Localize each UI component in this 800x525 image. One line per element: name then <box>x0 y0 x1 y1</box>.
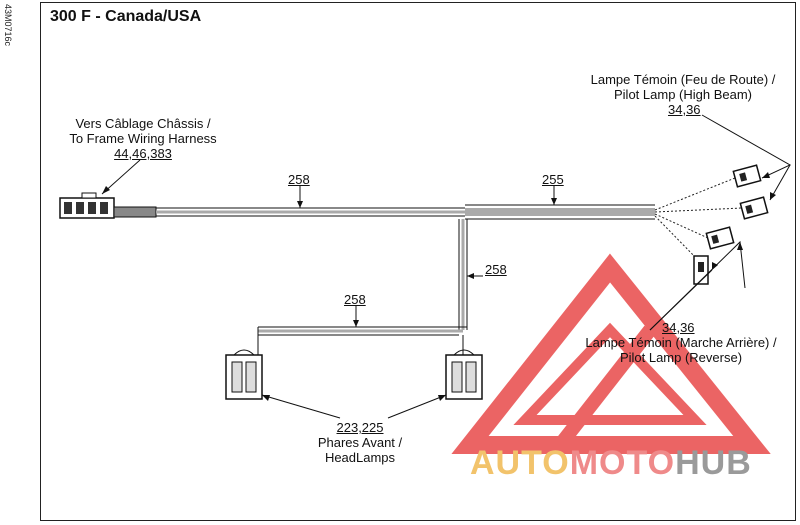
watermark-triangle-outer <box>451 253 771 454</box>
pilot-high-ref: 34,36 <box>668 102 701 117</box>
wire-sleeve <box>113 206 157 218</box>
pilot-reverse-line2: Pilot Lamp (Reverse) <box>619 350 743 365</box>
page-title: 300 F - Canada/USA <box>50 8 202 25</box>
wire-label-vertical: 258 <box>485 262 507 277</box>
arrow-heads <box>102 172 776 401</box>
headlamp-connector-right <box>445 349 483 400</box>
wire-label-headlamp-branch: 258 <box>344 292 366 307</box>
frame-harness-ref: 44,46,383 <box>114 146 172 161</box>
headlamps-label: 223,225 Phares Avant / HeadLamps <box>300 420 420 465</box>
headlamps-line1: Phares Avant / <box>317 435 403 450</box>
pilot-lamp-connector-3 <box>705 226 735 250</box>
pilot-high-label: Lampe Témoin (Feu de Route) / Pilot Lamp… <box>572 72 794 117</box>
watermark-part3: HUB <box>675 444 752 482</box>
wire-label-main-left: 258 <box>288 172 310 187</box>
pilot-lamp-connector-2 <box>739 196 769 220</box>
watermark-part1: AUTO <box>470 444 570 482</box>
pilot-reverse-label: 34,36 Lampe Témoin (Marche Arrière) / Pi… <box>566 320 796 365</box>
headlamps-line2: HeadLamps <box>324 450 396 465</box>
main-wire-bundle <box>156 204 655 356</box>
watermark-triangle-inner <box>513 322 707 425</box>
watermark-stroke <box>554 325 656 450</box>
drawing-code: 43M0716c <box>3 4 13 47</box>
watermark-part2: MOTO <box>569 444 676 482</box>
frame-harness-line2: To Frame Wiring Harness <box>69 131 217 146</box>
pilot-high-line1: Lampe Témoin (Feu de Route) / <box>590 72 776 87</box>
frame-harness-line1: Vers Câblage Châssis / <box>75 116 211 131</box>
headlamps-ref: 223,225 <box>336 420 384 435</box>
watermark-logo <box>451 253 771 454</box>
watermark-text: AUTOMOTOHUB <box>470 444 752 483</box>
pilot-reverse-line1: Lampe Témoin (Marche Arrière) / <box>585 335 777 350</box>
pilot-lamp-leads <box>654 177 743 263</box>
wire-label-main-right: 255 <box>542 172 564 187</box>
diagram-frame <box>40 2 796 521</box>
pilot-lamp-connector-1 <box>732 164 762 188</box>
frame-harness-label: Vers Câblage Châssis / To Frame Wiring H… <box>56 116 230 161</box>
frame-harness-connector <box>59 192 115 219</box>
pilot-reverse-ref: 34,36 <box>662 320 695 335</box>
pilot-high-line2: Pilot Lamp (High Beam) <box>614 87 752 102</box>
headlamp-connector-left <box>225 349 263 400</box>
